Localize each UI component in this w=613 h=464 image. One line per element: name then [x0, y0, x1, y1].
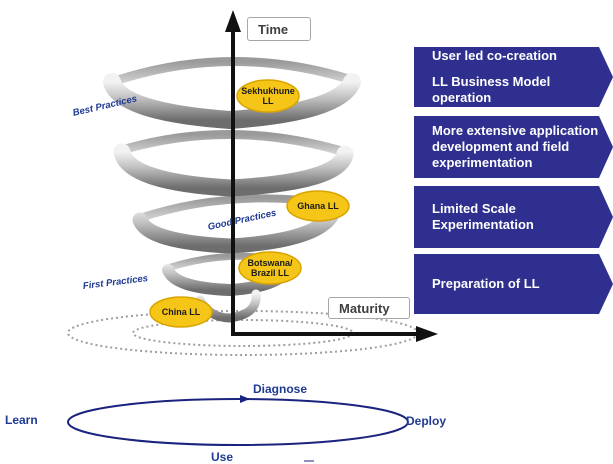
time-axis-label: Time: [247, 17, 311, 41]
stage-line: More extensive application: [432, 123, 599, 138]
badge-shape-china: [149, 296, 213, 328]
cycle-arrowhead: [240, 395, 250, 403]
cycle-label-diagnose: Diagnose: [253, 382, 308, 396]
stage-line: Preparation of LL: [432, 276, 540, 291]
stage-chevron-co-creation: User led co-creation LL Business Model o…: [414, 47, 613, 107]
badge-shape-botswana: [238, 251, 302, 285]
maturity-axis-label: Maturity: [328, 297, 410, 319]
badge-shape-ghana: [286, 190, 350, 222]
learning-cycle-loop: [67, 398, 409, 446]
badge-label-botswana: Botswana/ Brazil LL: [247, 258, 293, 278]
badge-label-sekhukhune: Sekhukhune LL: [241, 86, 295, 106]
cycle-label-deploy: Deploy: [406, 414, 447, 428]
stage-line: experimentation: [432, 155, 533, 170]
time-axis-arrowhead: [225, 10, 241, 32]
stage-line: development and field: [432, 139, 570, 154]
coil-front-2: [113, 143, 354, 197]
cycle-label-use: Use: [211, 450, 234, 464]
maturity-axis-arrowhead: [416, 326, 438, 342]
coil-front-3: [132, 198, 343, 254]
stage-line: Limited Scale: [432, 201, 516, 216]
stage-chevron-preparation: Preparation of LL: [414, 254, 613, 314]
badge-shape-sekhukhune: [236, 79, 300, 113]
badge-label-ghana: Ghana LL: [297, 201, 339, 211]
stage-line: Experimentation: [432, 217, 534, 232]
stage-chevron-limited-scale: Limited Scale Experimentation: [414, 186, 613, 248]
cycle-label-learn: Learn: [5, 413, 38, 427]
stage-chevron-application-development: More extensive application development a…: [414, 116, 613, 178]
badge-label-china: China LL: [161, 307, 201, 317]
stage-line: LL Business Model operation: [432, 74, 551, 105]
coil-front-1: [103, 73, 361, 130]
stage-line: User led co-creation: [432, 48, 557, 63]
